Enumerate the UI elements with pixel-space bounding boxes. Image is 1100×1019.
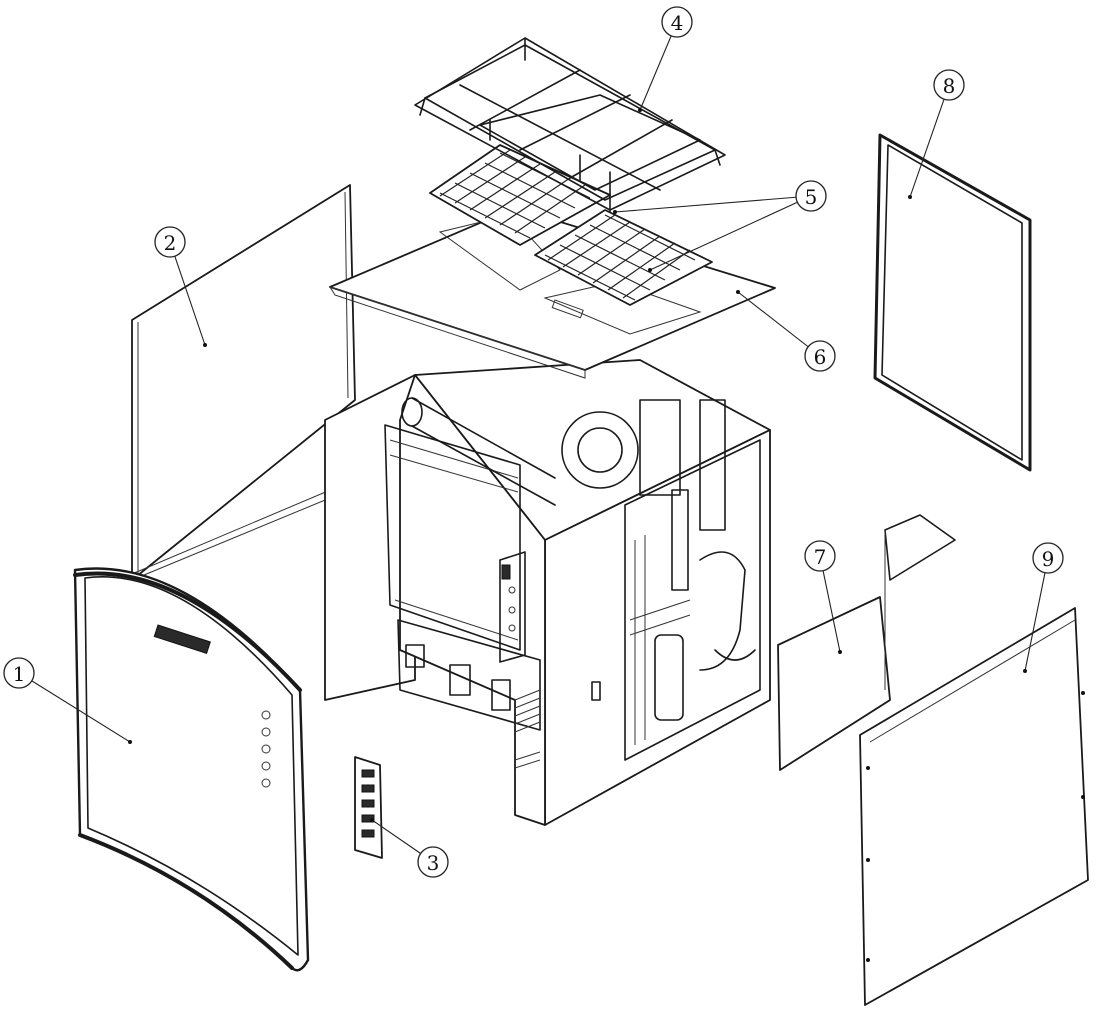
callout-2: 2 [154, 226, 186, 258]
callout-5-label: 5 [805, 185, 818, 209]
callout-8-label: 8 [943, 74, 956, 98]
left-side-panel [131, 184, 356, 581]
callout-9-label: 9 [1042, 547, 1055, 571]
callout-6-label: 6 [814, 345, 827, 369]
gasket-frame [873, 133, 1032, 472]
callout-7-label: 7 [814, 545, 827, 569]
callout-5: 5 [795, 180, 827, 212]
callout-3-label: 3 [427, 851, 440, 875]
top-frame [414, 37, 726, 213]
callout-6: 6 [804, 340, 836, 372]
grille-right [534, 209, 713, 306]
control-label-panel [354, 756, 383, 859]
callout-7: 7 [804, 540, 836, 572]
partition-sheet [777, 514, 956, 771]
callout-1: 1 [3, 657, 35, 689]
callout-2-label: 2 [164, 231, 177, 255]
callout-9: 9 [1032, 542, 1064, 574]
callout-3: 3 [417, 846, 449, 878]
callout-4: 4 [661, 6, 693, 38]
cabinet-body [324, 359, 771, 826]
callout-4-label: 4 [671, 11, 684, 35]
leader-lines [23, 21, 1049, 863]
callout-8: 8 [933, 69, 965, 101]
top-cover-panel [328, 207, 776, 379]
front-door-panel [73, 567, 310, 972]
callout-1-label: 1 [13, 662, 26, 686]
right-side-panel [859, 607, 1089, 1006]
